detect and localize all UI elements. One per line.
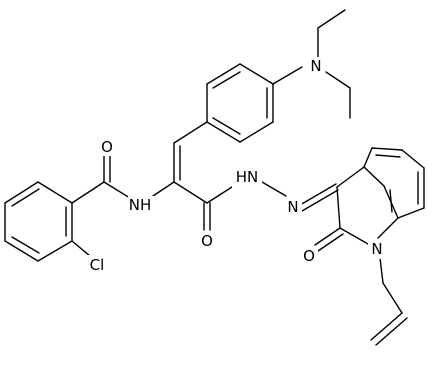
aminophenyl-ring [206, 63, 274, 143]
chlorophenyl-ring [4, 181, 73, 262]
hydrazone-linker [261, 181, 339, 212]
nh-vinyl-bond [149, 181, 175, 199]
atom-hn-hydrazide: HN [232, 168, 262, 188]
atom-n-diethyl: N [306, 57, 324, 75]
atom-label-o: O [201, 232, 213, 250]
atom-o-benzamide: O [98, 138, 116, 156]
atom-nh-amide: NH [128, 196, 154, 214]
atom-label-cl: Cl [90, 256, 105, 274]
atom-o-lactam: O [300, 246, 318, 266]
atom-n-hydrazone: N [284, 198, 302, 218]
atom-o-hydrazide: O [198, 232, 216, 250]
indolinone-five-ring [336, 166, 399, 245]
lactam-carbonyl [314, 227, 344, 252]
atom-cl: Cl [84, 255, 108, 275]
atom-label-o: O [303, 247, 315, 265]
atom-label-o: O [101, 138, 113, 156]
atom-label-hn: HN [236, 168, 259, 186]
atom-label-n: N [310, 57, 321, 75]
atom-n-indole: N [368, 239, 386, 259]
benzamide-carbonyl [71, 154, 131, 204]
diethylamino-group [272, 9, 351, 119]
atom-label-n: N [371, 240, 382, 258]
atom-label-n: N [287, 198, 298, 216]
c-cl-bond [71, 240, 91, 257]
vinyl-double-bond [173, 121, 208, 183]
atom-label-nh: NH [129, 196, 152, 214]
allyl-group [370, 257, 408, 346]
indole-benzene-ring [363, 147, 425, 219]
hydrazide-carbonyl [173, 181, 233, 231]
